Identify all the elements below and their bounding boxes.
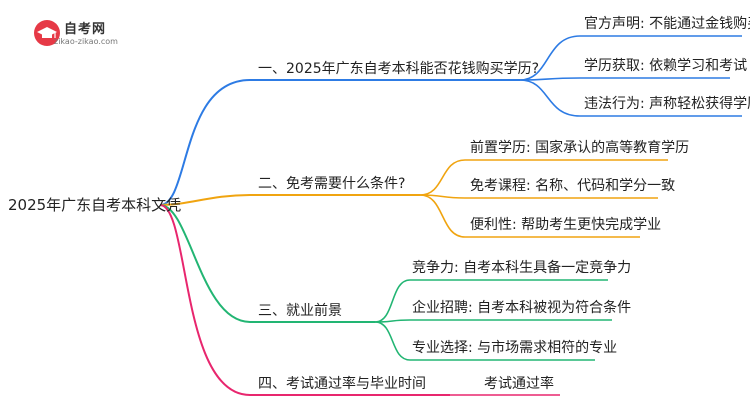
branch-2-label: 二、免考需要什么条件? [258,176,406,192]
connector-root-branch-2 [159,194,251,206]
connector-b1-c1 [519,35,581,81]
branch-3-child-1: 竞争力: 自考本科生具备一定竞争力 [412,260,632,276]
connector-root-branch-4 [159,204,251,396]
connector-b3-c3 [374,321,411,361]
branch-1-child-3: 违法行为: 声称轻松获得学历 [584,96,750,112]
branch-2-child-1: 前置学历: 国家承认的高等教育学历 [470,140,690,156]
branch-3-child-2: 企业招聘: 自考本科被视为符合条件 [412,300,632,316]
connector-root-branch-1 [159,79,251,206]
connector-b2-c3 [419,194,466,238]
branch-1-child-1: 官方声明: 不能通过金钱购买 [584,16,750,32]
connector-b1-c2 [519,77,581,81]
logo-title: 自考网 [64,22,107,37]
branch-1-label: 一、2025年广东自考本科能否花钱购买学历? [258,61,540,77]
site-logo: 自考网 zikao-zikao.com [32,18,142,50]
connector-b2-c1 [419,159,466,196]
graduation-cap-icon [34,20,60,46]
branch-4-child-1: 考试通过率 [484,376,554,392]
branch-4-label: 四、考试通过率与毕业时间 [258,376,426,392]
branch-1-child-2: 学历获取: 依赖学习和考试 [584,58,748,74]
connector-b3-c1 [374,279,411,323]
branch-2-child-2: 免考课程: 名称、代码和学分一致 [470,178,676,194]
branch-3-child-3: 专业选择: 与市场需求相符的专业 [412,340,618,356]
connector-root-branch-3 [159,204,251,323]
branch-3-label: 三、就业前景 [258,303,342,319]
logo-subtitle: zikao-zikao.com [54,37,118,46]
connector-b1-c3 [519,79,581,117]
branch-2-child-3: 便利性: 帮助考生更快完成学业 [470,217,662,233]
root-node: 2025年广东自考本科文凭 [8,196,182,214]
